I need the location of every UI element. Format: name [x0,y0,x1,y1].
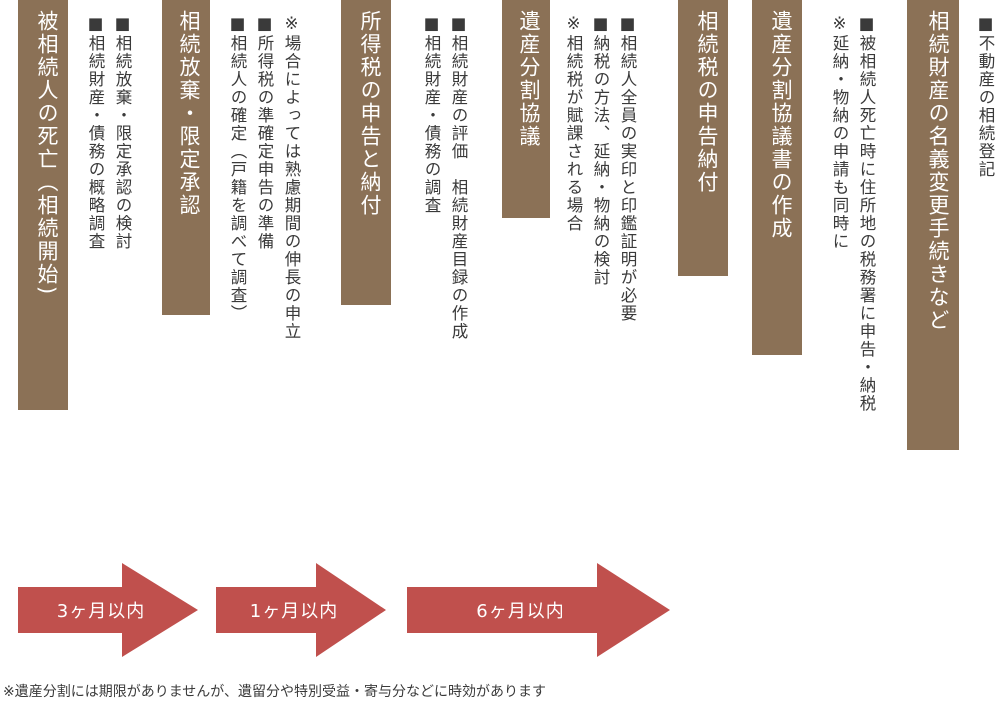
step-title: 所得税の申告と納付 [358,10,382,217]
step-title: 被相続人の死亡（相続開始) [35,10,59,297]
step-notes-renounce: ※場合によっては熟慮期間の伸長の申立 ■所得税の準確定申告の準備 ■相続人の確定… [224,14,305,484]
deadline-label: 1ヶ月以内 [249,601,339,622]
step-box-name-change: 相続財産の名義変更手続きなど [907,0,959,450]
deadline-arrow-1-month: 1ヶ月以内 [216,563,386,657]
step-title: 遺産分割協議 [517,10,541,148]
deadline-arrow-3-months: 3ヶ月以内 [18,563,198,657]
step-notes-death: ■相続放棄・限定承認の検討 ■相続財産・債務の概略調査 [82,14,136,414]
note-line: ■相続財産の評価 相続財産目録の作成 [449,14,468,341]
step-box-renounce: 相続放棄・限定承認 [162,0,210,315]
note-line: ■相続放棄・限定承認の検討 [113,14,132,251]
deadline-label: 3ヶ月以内 [56,601,146,622]
step-box-income-tax: 所得税の申告と納付 [341,0,391,305]
note-line: ■相続人全員の実印と印鑑証明が必要 [618,14,637,323]
note-line: ■相続人の確定（戸籍を調べて調査） [228,14,247,323]
step-title: 相続財産の名義変更手続きなど [926,10,950,332]
footnote: ※遺産分割には期限がありませんが、遺留分や特別受益・寄与分などに時効があります [3,684,547,700]
note-line: ■不動産の相続登記 [976,14,995,179]
step-title: 相続税の申告納付 [695,10,719,194]
step-title: 遺産分割協議書の作成 [769,10,793,240]
step-box-death: 被相続人の死亡（相続開始) [18,0,68,410]
note-line: ■被相続人死亡時に住所地の税務署に申告・納税 [857,14,876,413]
step-box-division: 遺産分割協議 [502,0,550,218]
step-box-division-document: 遺産分割協議書の作成 [752,0,802,355]
arrow-shape [216,563,386,657]
arrow-shape [407,563,670,657]
step-notes-income-tax: ■相続財産の評価 相続財産目録の作成 ■相続財産・債務の調査 [418,14,472,474]
step-notes-division-document: ■被相続人死亡時に住所地の税務署に申告・納税 ※延納・物納の申請も同時に [826,14,880,574]
note-line: ■納税の方法、延納・物納の検討 [591,14,610,287]
note-line: ■所得税の準確定申告の準備 [255,14,274,251]
note-line: ※相続税が賦課される場合 [564,14,583,233]
step-notes-name-change: ■不動産の相続登記 [972,14,999,314]
arrow-shape [18,563,198,657]
step-box-inheritance-tax: 相続税の申告納付 [678,0,728,276]
step-title: 相続放棄・限定承認 [177,10,201,217]
note-line: ■相続財産・債務の調査 [422,14,441,215]
deadline-arrow-6-months: 6ヶ月以内 [407,563,670,657]
note-line: ■相続財産・債務の概略調査 [86,14,105,251]
note-line: ※場合によっては熟慮期間の伸長の申立 [282,14,301,341]
deadline-label: 6ヶ月以内 [476,601,565,622]
step-notes-division: ■相続人全員の実印と印鑑証明が必要 ■納税の方法、延納・物納の検討 ※相続税が賦… [560,14,641,454]
note-line: ※延納・物納の申請も同時に [830,14,849,251]
